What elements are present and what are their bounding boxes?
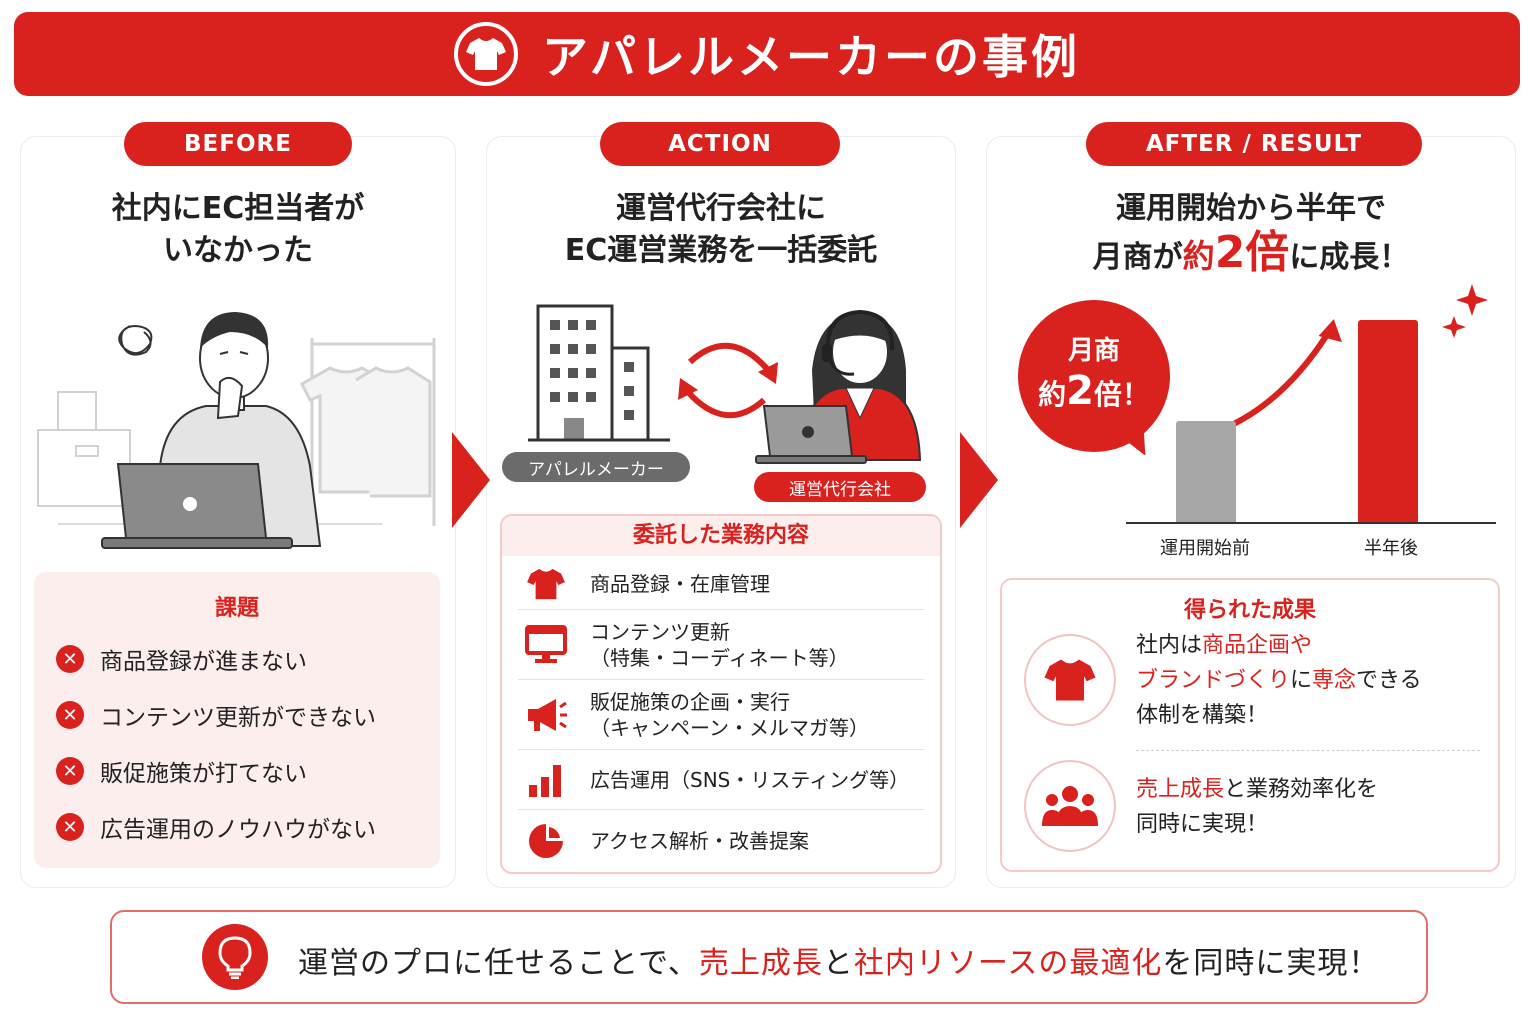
results-title: 得られた成果 — [1183, 598, 1316, 623]
megaphone-icon — [518, 697, 574, 733]
tshirt-icon — [453, 22, 518, 86]
tasks-title: 委託した業務内容 — [502, 516, 940, 556]
outsourcing-illustration — [528, 304, 922, 464]
chart-bar-after — [1358, 320, 1418, 522]
maker-tag: アパレルメーカー — [502, 452, 690, 482]
page-title: アパレルメーカーの事例 — [541, 30, 1081, 84]
tshirt-icon — [518, 567, 574, 601]
after-label: AFTER / RESULT — [1086, 122, 1422, 166]
chart-label-before: 運用開始前 — [1160, 538, 1250, 559]
monitor-icon — [518, 624, 574, 665]
pie-chart-icon — [518, 822, 574, 860]
issue-item: ✕商品登録が進まない — [56, 642, 307, 676]
x-circle-icon: ✕ — [56, 645, 84, 673]
x-circle-icon: ✕ — [56, 701, 84, 729]
agency-tag: 運営代行会社 — [754, 472, 926, 502]
growth-arrow-icon — [1209, 284, 1488, 437]
task-item: コンテンツ更新（特集・コーディネート等） — [518, 610, 924, 680]
cycle-arrows-icon — [685, 342, 771, 419]
building-icon — [528, 304, 670, 442]
before-label: BEFORE — [124, 122, 352, 166]
worried-man-illustration — [37, 312, 436, 549]
boxes-icon — [37, 391, 131, 507]
operator-illustration — [755, 309, 922, 464]
lightbulb-icon — [202, 924, 268, 990]
action-title: 運営代行会社に EC運営業務を一括委託 — [564, 191, 878, 268]
result-text-2: 売上成長と業務効率化を 同時に実現！ — [1136, 777, 1379, 837]
tshirt-icon — [1024, 634, 1116, 726]
issues-box: 課題 ✕商品登録が進まない ✕コンテンツ更新ができない ✕販促施策が打てない ✕… — [34, 572, 440, 868]
flow-arrow-icon — [960, 432, 998, 528]
bar-chart-icon — [518, 763, 574, 797]
flow-arrow-icon — [452, 432, 490, 528]
issue-item: ✕広告運用のノウハウがない — [56, 810, 376, 844]
task-item: 広告運用（SNS・リスティング等） — [518, 750, 924, 810]
before-title: 社内にEC担当者が いなかった — [111, 191, 365, 268]
people-group-icon — [1024, 760, 1116, 852]
task-item: 商品登録・在庫管理 — [518, 558, 924, 610]
header-banner: アパレルメーカーの事例 — [14, 12, 1520, 96]
task-item: アクセス解析・改善提案 — [518, 810, 924, 872]
result-text-1: 社内は商品企画や ブランドづくりに専念できる 体制を構築！ — [1136, 633, 1422, 728]
issues-title: 課題 — [214, 596, 259, 621]
tasks-box: 委託した業務内容 商品登録・在庫管理 コンテンツ更新（特集・コーディネート等） … — [500, 514, 942, 874]
sales-bubble: 月商 約2倍！ — [1018, 300, 1170, 452]
sparkle-icon — [1442, 284, 1488, 338]
x-circle-icon: ✕ — [56, 813, 84, 841]
x-circle-icon: ✕ — [56, 757, 84, 785]
clothes-rack-icon — [300, 338, 436, 526]
chart-bar-before — [1176, 421, 1236, 522]
issue-item: ✕販促施策が打てない — [56, 754, 307, 788]
summary-banner: 運営のプロに任せることで、売上成長と社内リソースの最適化を同時に実現！ — [110, 910, 1428, 1004]
results-divider — [1136, 750, 1480, 751]
issue-item: ✕コンテンツ更新ができない — [56, 698, 376, 732]
after-title: 運用開始から半年で 月商が約2倍に成長！ — [1092, 191, 1410, 278]
summary-text: 運営のプロに任せることで、売上成長と社内リソースの最適化を同時に実現！ — [298, 946, 1380, 981]
results-box: 得られた成果 社内は商品企画や ブランドづくりに専念できる 体制を構築！ 売上成… — [1000, 578, 1500, 872]
action-label: ACTION — [600, 122, 840, 166]
task-item: 販促施策の企画・実行（キャンペーン・メルマガ等） — [518, 680, 924, 750]
chart-baseline — [1126, 522, 1496, 524]
chart-label-after: 半年後 — [1364, 538, 1418, 559]
